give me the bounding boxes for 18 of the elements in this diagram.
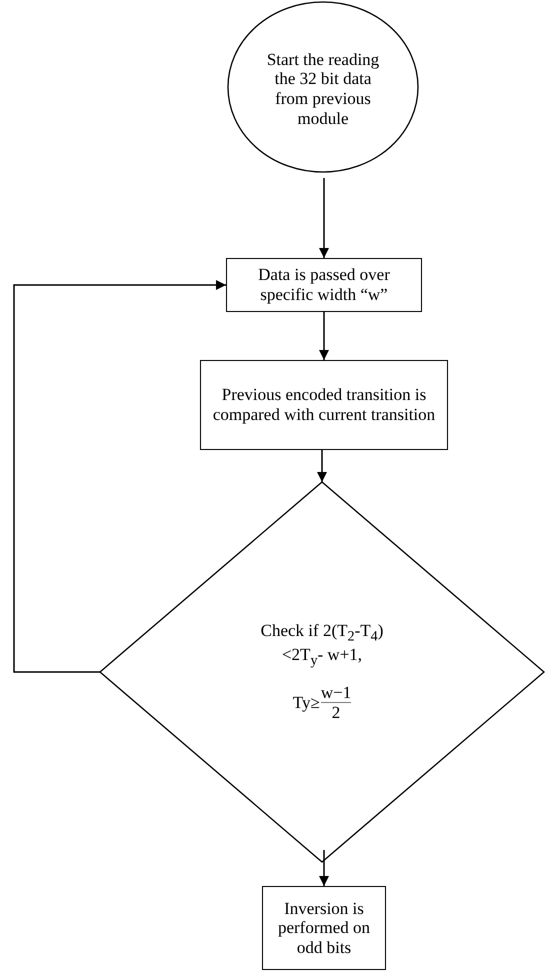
arrow xyxy=(317,450,327,482)
start-ellipse xyxy=(228,2,418,172)
process-box xyxy=(226,258,422,312)
node-text: Start the reading the 32 bit data from previous module xyxy=(266,50,380,128)
arrow xyxy=(13,280,226,673)
condition-text: Check if 2(T$_{2}$-T$_{4}$) <2T$_{y}$- w+1, xyxy=(260,621,384,669)
node-text: Data is passed over specific width “w” xyxy=(257,265,391,305)
node-text: Previous encoded transition is compared with current transition xyxy=(212,385,436,425)
arrow xyxy=(319,850,329,886)
process-box xyxy=(200,360,448,450)
process-box xyxy=(262,886,386,970)
decision-diamond xyxy=(100,482,544,862)
fraction-numerator: w−1 xyxy=(320,682,352,702)
node-text: Inversion is performed on odd bits xyxy=(276,898,372,958)
arrow xyxy=(319,178,329,258)
fraction-denominator: 2 xyxy=(332,703,340,723)
condition-text: Ty≥ xyxy=(292,692,320,712)
arrow xyxy=(319,312,329,360)
